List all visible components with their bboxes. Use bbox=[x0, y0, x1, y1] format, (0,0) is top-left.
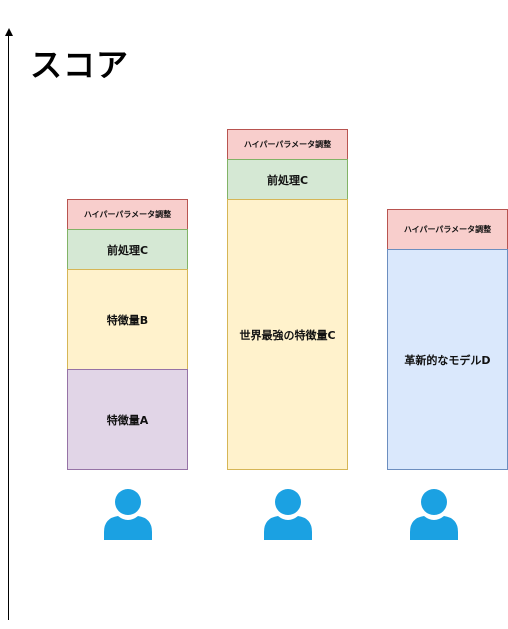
axis-arrow-head bbox=[5, 28, 13, 36]
hyperparameter-tuning-block: ハイパーパラメータ調整 bbox=[387, 209, 508, 250]
person-icon bbox=[264, 489, 312, 540]
score-title: スコア bbox=[30, 46, 130, 84]
strongest-feature-c-block: 世界最強の特徴量C bbox=[227, 199, 348, 470]
axis-line bbox=[8, 34, 9, 620]
preprocess-c-block: 前処理C bbox=[227, 159, 348, 200]
preprocess-c-block: 前処理C bbox=[67, 229, 188, 270]
hyperparameter-tuning-block: ハイパーパラメータ調整 bbox=[67, 199, 188, 230]
innovative-model-d-block: 革新的なモデルD bbox=[387, 249, 508, 470]
feature-a-block: 特徴量A bbox=[67, 369, 188, 470]
feature-b-block: 特徴量B bbox=[67, 269, 188, 370]
hyperparameter-tuning-block: ハイパーパラメータ調整 bbox=[227, 129, 348, 160]
person-icon bbox=[104, 489, 152, 540]
person-icon bbox=[410, 489, 458, 540]
